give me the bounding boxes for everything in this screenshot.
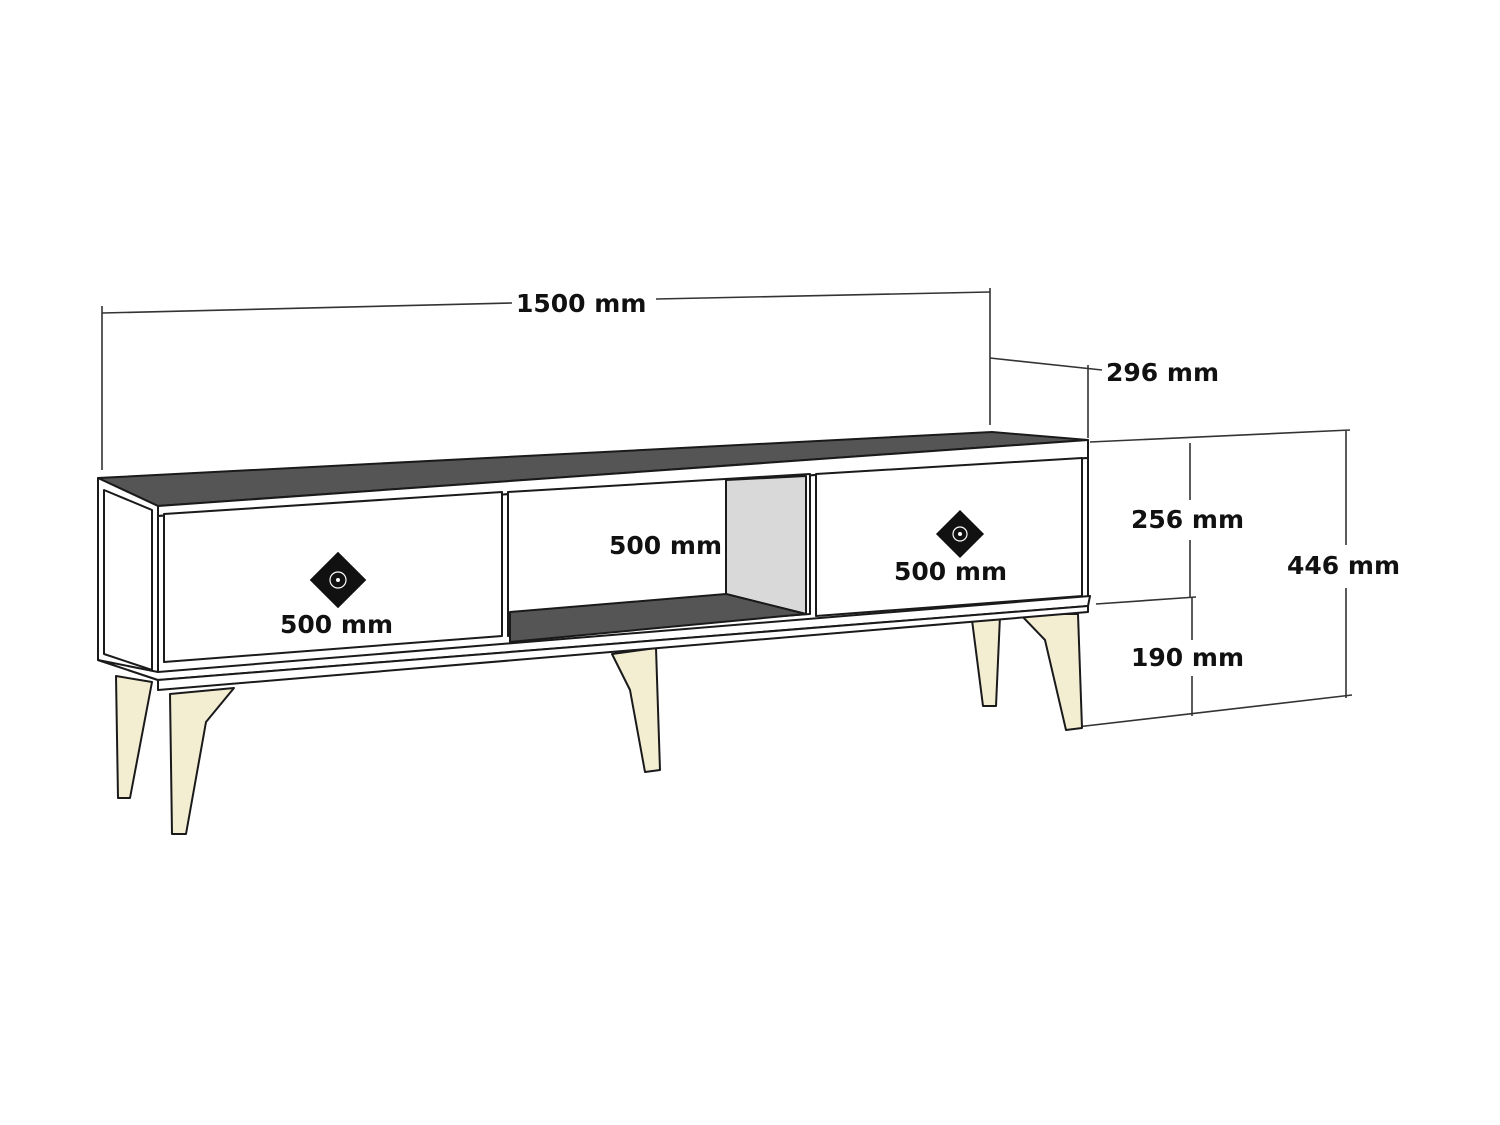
label-depth: 296 mm xyxy=(1106,358,1219,387)
bottom-rail-front xyxy=(157,605,1089,691)
center-shelf xyxy=(509,593,807,643)
label-cabinet-height: 256 mm xyxy=(1131,505,1244,534)
label-left-drawer-width: 500 mm xyxy=(280,610,393,639)
leg-back-right xyxy=(971,615,1001,707)
label-center-open-width: 500 mm xyxy=(609,531,722,560)
diamond-handle-icon xyxy=(935,509,985,559)
leg-front-right xyxy=(1019,613,1083,731)
label-overall-width: 1500 mm xyxy=(516,289,646,318)
label-leg-height: 190 mm xyxy=(1131,643,1244,672)
left-side-panel-inner xyxy=(103,489,153,671)
label-right-drawer-width: 500 mm xyxy=(894,557,1007,586)
bottom-rail xyxy=(97,595,1091,681)
leg-center xyxy=(611,647,661,773)
dimension-labels: 1500 mm 296 mm 256 mm 446 mm 190 mm 500 … xyxy=(280,289,1400,672)
cabinet xyxy=(97,431,1091,691)
label-overall-height: 446 mm xyxy=(1287,551,1400,580)
leg-front-left xyxy=(169,687,235,835)
center-divider-panel xyxy=(725,475,807,615)
leg-back-left xyxy=(115,675,153,799)
